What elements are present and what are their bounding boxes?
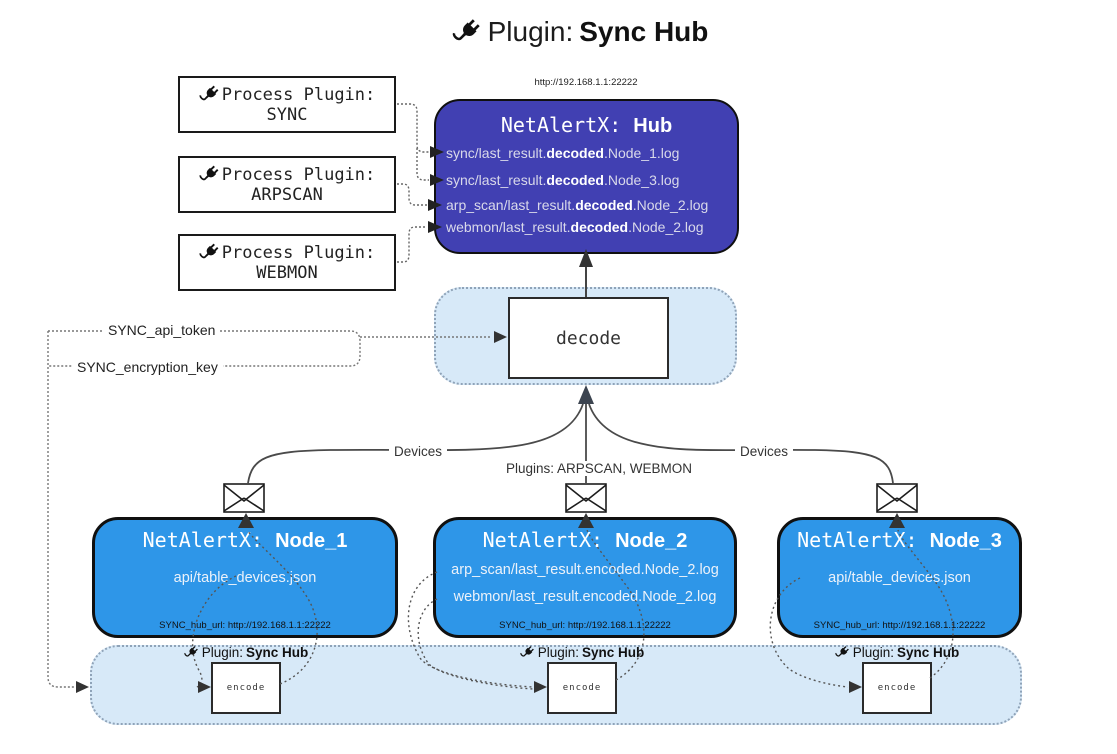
encoder-label-3: Plugin: Sync Hub [797, 645, 997, 660]
page-title-bold: Sync Hub [579, 16, 709, 47]
node-file: arp_scan/last_result.encoded.Node_2.log [451, 562, 719, 578]
process-plugin-name: ARPSCAN [251, 185, 323, 205]
process-plugin-arpscan: Process Plugin: ARPSCAN [178, 156, 396, 213]
plug-icon [199, 84, 220, 105]
process-plugin-sync: Process Plugin: SYNC [178, 76, 396, 133]
process-plugin-name: WEBMON [256, 263, 318, 283]
node-file: webmon/last_result.encoded.Node_2.log [453, 589, 717, 605]
wire-arpscan-to-log3 [397, 183, 427, 206]
hub-log-line: sync/last_result.decoded.Node_3.log [446, 172, 680, 188]
arrow-secrets-to-band [76, 681, 89, 693]
node-hub-url: SYNC_hub_url: http://192.168.1.1:22222 [813, 620, 986, 631]
page-title-prefix: Plugin: [487, 16, 574, 47]
plug-icon [520, 645, 535, 660]
encode-box-3: encode [862, 662, 932, 714]
plug-icon [199, 242, 220, 263]
hub-log-line: sync/last_result.decoded.Node_1.log [446, 145, 680, 161]
sync-api-token-label: SYNC_api_token [103, 322, 221, 338]
edge-label-devices-left: Devices [389, 444, 448, 459]
envelope-icon [565, 483, 607, 513]
node-3-box: NetAlertX: Node_3 api/table_devices.json… [777, 517, 1022, 638]
plug-icon [184, 645, 199, 660]
node-hub-url: SYNC_hub_url: http://192.168.1.1:22222 [499, 620, 671, 631]
envelope-icons [223, 483, 918, 513]
process-plugin-webmon: Process Plugin: WEBMON [178, 234, 396, 291]
node-title: NetAlertX: Node_1 [142, 528, 348, 552]
envelope-icon [876, 483, 918, 513]
arrow-into-decode [578, 385, 594, 404]
page-title: Plugin: Sync Hub [0, 16, 1117, 48]
process-plugin-label: Process Plugin: [221, 242, 376, 263]
process-plugin-label: Process Plugin: [221, 84, 376, 105]
envelope-icon [223, 483, 265, 513]
encoder-label-1: Plugin: Sync Hub [146, 645, 346, 660]
wire-sync-to-log2 [416, 148, 429, 181]
node-2-box: NetAlertX: Node_2 arp_scan/last_result.e… [433, 517, 737, 638]
node-hub-url: SYNC_hub_url: http://192.168.1.1:22222 [159, 620, 331, 631]
hub-url: http://192.168.1.1:22222 [534, 77, 638, 88]
edge-label-plugins: Plugins: ARPSCAN, WEBMON [501, 461, 698, 476]
process-plugin-label: Process Plugin: [221, 164, 376, 185]
node-file: api/table_devices.json [828, 570, 971, 586]
hub-title-bold: Hub [633, 115, 673, 137]
encode-box-2: encode [547, 662, 617, 714]
hub-log-line: arp_scan/last_result.decoded.Node_2.log [446, 197, 709, 213]
wire-sync-to-log1 [397, 103, 429, 153]
node-file: api/table_devices.json [173, 570, 317, 586]
hub-title-prefix: NetAlertX: [500, 113, 634, 137]
plug-icon [835, 645, 850, 660]
edge-label-devices-right: Devices [735, 444, 794, 459]
hub-log-line: webmon/last_result.decoded.Node_2.log [446, 219, 704, 235]
node-title: NetAlertX: Node_3 [797, 528, 1002, 552]
encoder-label-2: Plugin: Sync Hub [482, 645, 682, 660]
wire-secrets-to-encode-band [47, 331, 74, 688]
hub-box: NetAlertX: Hub sync/last_result.decoded.… [434, 99, 739, 254]
node-1-box: NetAlertX: Node_1 api/table_devices.json… [92, 517, 398, 638]
node-title: NetAlertX: Node_2 [482, 528, 688, 552]
hub-title: NetAlertX: Hub [436, 113, 737, 138]
encode-box-1: encode [211, 662, 281, 714]
decode-box: decode [508, 297, 669, 379]
process-plugin-name: SYNC [266, 105, 308, 125]
wire-webmon-to-log4 [397, 226, 427, 263]
plug-icon [452, 17, 482, 47]
plug-icon [199, 164, 220, 185]
sync-encryption-key-label: SYNC_encryption_key [72, 359, 223, 375]
